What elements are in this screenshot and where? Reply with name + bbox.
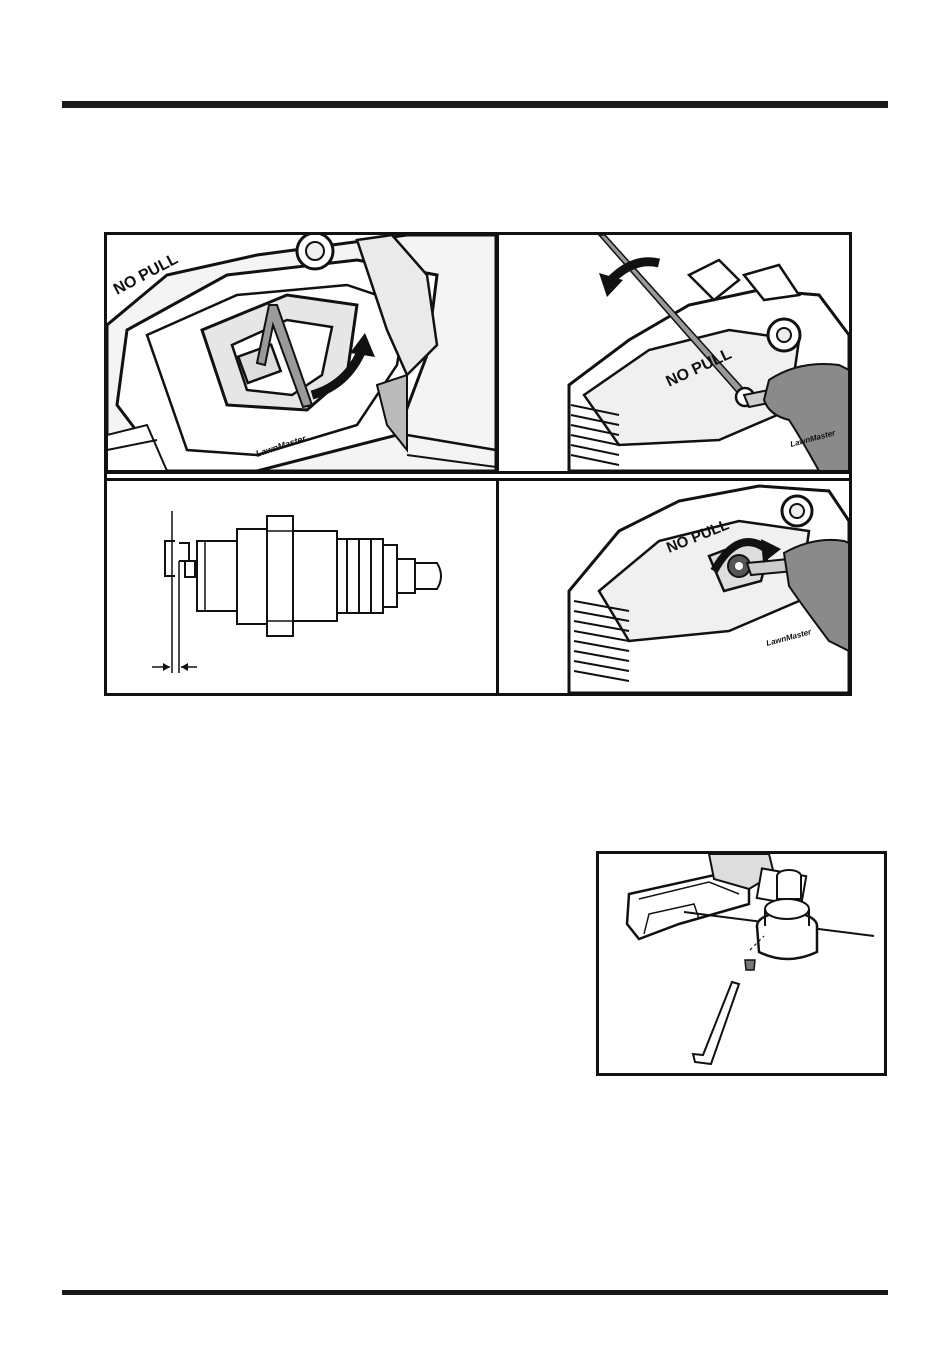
trimmer-head-illustration [599, 854, 884, 1073]
plug-install-illustration: NO PULL LawnMaster [499, 481, 849, 693]
plug-wrench-remove-illustration: NO PULL LawnMaster [499, 235, 849, 471]
engine-hex-key-illustration: NO PULL LawnMaster [107, 235, 496, 471]
trimmer-head-figure [596, 851, 887, 1076]
figure-grid: NO PULL LawnMaster [104, 232, 852, 696]
spark-plug-gap-panel [107, 481, 496, 693]
horizontal-divider [107, 471, 849, 481]
top-rule [62, 101, 888, 108]
spark-plug-gap-illustration [107, 481, 496, 693]
bottom-rule [62, 1290, 888, 1295]
engine-hex-key-panel: NO PULL LawnMaster [107, 235, 496, 471]
plug-install-panel: NO PULL LawnMaster [499, 481, 849, 693]
plug-wrench-remove-panel: NO PULL LawnMaster [499, 235, 849, 471]
